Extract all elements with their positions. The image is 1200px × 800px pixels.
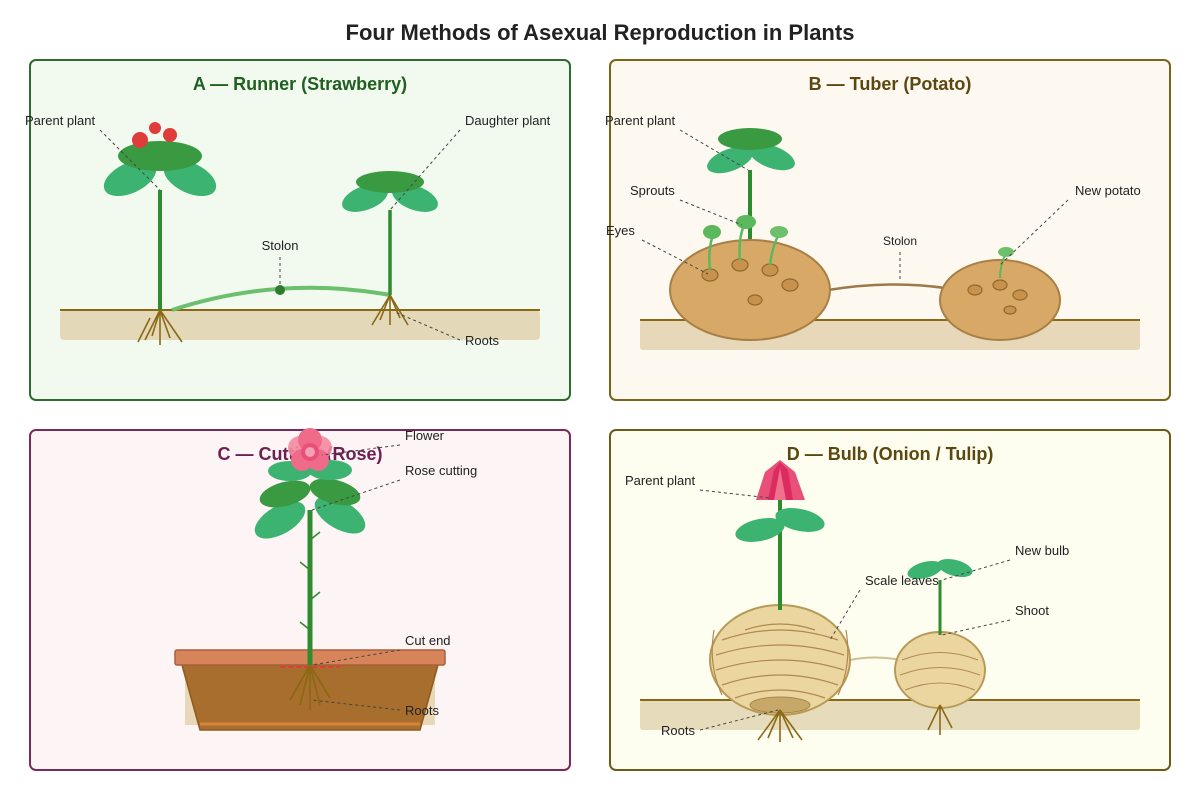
label-parent-plant: Parent plant [625, 473, 695, 488]
leaf [937, 558, 973, 578]
leaf [735, 518, 785, 542]
soil [60, 310, 540, 340]
berry [163, 128, 177, 142]
leader-line [699, 709, 779, 731]
eyes [701, 258, 799, 306]
label-roots: Roots [661, 723, 695, 738]
label-roots: Roots [465, 333, 499, 348]
potato-tuber [939, 259, 1061, 341]
panel-bulb: D — Bulb (Onion / Tulip) [609, 429, 1171, 771]
leader-line [311, 699, 401, 711]
leaf [707, 146, 753, 174]
leaf [775, 508, 825, 532]
scale-leaves [711, 623, 849, 699]
label-shoot: Shoot [1015, 603, 1049, 618]
berry [132, 132, 148, 148]
panel-tuber: B — Tuber (Potato) [605, 59, 1171, 401]
eyes [967, 279, 1028, 315]
label-cut-end: Cut end [405, 633, 451, 648]
panel-cutting: C — Cutting (Rose) [29, 428, 571, 771]
new-bulb [894, 558, 986, 735]
label-stolon: Stolon [883, 234, 917, 248]
roots [927, 704, 953, 735]
label-rose-cutting: Rose cutting [405, 463, 477, 478]
leader-line [679, 199, 743, 226]
leaf [356, 171, 424, 193]
bulb-body [894, 631, 986, 709]
sprouts [703, 215, 788, 271]
label-flower: Flower [405, 428, 445, 443]
roots [289, 664, 331, 710]
label-daughter-plant: Daughter plant [465, 113, 551, 128]
tulip-flower [756, 460, 805, 500]
label-eyes: Eyes [606, 223, 635, 238]
panel-b-title: B — Tuber (Potato) [809, 74, 972, 94]
leader-line [311, 649, 401, 666]
daughter-plant [342, 171, 438, 326]
roots [757, 709, 803, 742]
parent-plant [707, 128, 795, 245]
panel-d-title: D — Bulb (Onion / Tulip) [787, 444, 994, 464]
label-parent-plant: Parent plant [25, 113, 95, 128]
leader-line [829, 589, 861, 641]
stolon-node [275, 285, 285, 295]
leader-line [641, 239, 709, 275]
label-new-bulb: New bulb [1015, 543, 1069, 558]
leaves [254, 460, 366, 539]
roots [371, 294, 409, 326]
roots [137, 309, 183, 345]
leader-line [999, 199, 1069, 266]
label-parent-plant: Parent plant [605, 113, 675, 128]
potato-tuber [669, 239, 831, 341]
new-potato [939, 247, 1061, 341]
rose-flower [288, 428, 332, 471]
parent-plant [103, 122, 217, 345]
scale-leaves [899, 652, 981, 691]
soil [640, 700, 1140, 730]
sprout [998, 247, 1014, 257]
diagram-title: Four Methods of Asexual Reproduction in … [346, 20, 855, 45]
label-sprouts: Sprouts [630, 183, 675, 198]
parent-bulb [709, 460, 851, 742]
panel-runner: A — Runner (Strawberry) [25, 59, 571, 401]
stolon [827, 283, 946, 292]
leaf [118, 141, 202, 171]
panel-a-title: A — Runner (Strawberry) [193, 74, 407, 94]
label-scale-leaves: Scale leaves [865, 573, 939, 588]
label-roots: Roots [405, 703, 439, 718]
panel-a-frame [29, 59, 571, 401]
leaf [907, 560, 943, 580]
leaf [749, 143, 795, 171]
thorns [299, 531, 321, 631]
leader-line [321, 444, 401, 456]
leader-line [679, 129, 749, 171]
label-new-potato: New potato [1075, 183, 1141, 198]
berry [149, 122, 161, 134]
leaf [718, 128, 782, 150]
label-stolon: Stolon [262, 238, 299, 253]
leader-line [99, 129, 161, 191]
parent-potato [669, 215, 831, 341]
